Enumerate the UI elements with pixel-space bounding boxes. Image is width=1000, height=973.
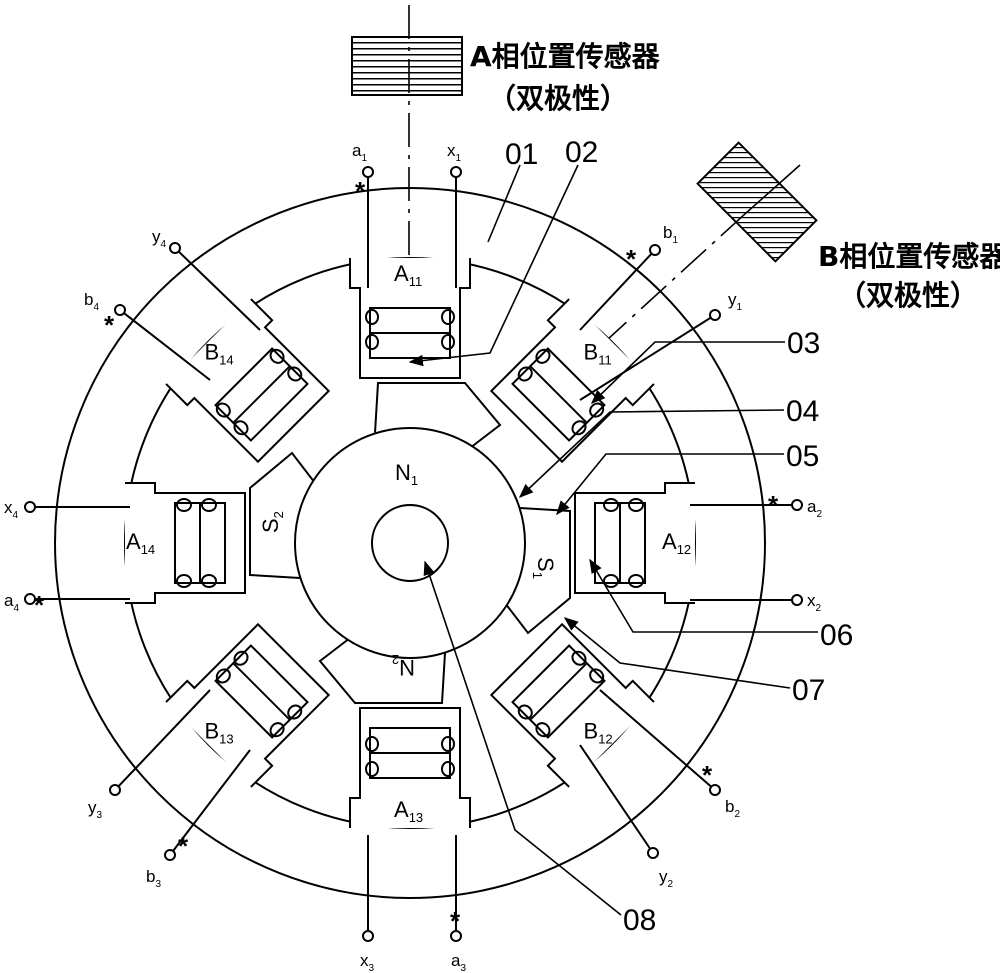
stator-pole-a13	[349, 707, 471, 828]
terminal-x2	[791, 594, 803, 606]
terminal-label-y3: y3	[88, 798, 103, 821]
stator-pole-a12	[574, 482, 695, 604]
terminal-label-y2: y2	[659, 867, 674, 890]
terminal-a2	[791, 499, 803, 511]
polarity-mark-b2: *	[702, 760, 713, 790]
pole-label-a12: A12	[662, 529, 691, 557]
callout-05: 05	[786, 440, 819, 473]
terminal-a4	[24, 593, 36, 605]
terminal-label-a3: a3	[451, 951, 466, 973]
terminal-y1	[709, 309, 721, 321]
a-sensor-label: A相位置传感器	[470, 40, 661, 73]
rotor-shaft	[371, 504, 449, 582]
polarity-mark-a3: *	[450, 906, 461, 936]
polarity-mark-b3: *	[178, 831, 189, 861]
pole-label-b13: B13	[204, 719, 233, 747]
callout-08: 08	[623, 904, 656, 937]
terminal-label-b4: b4	[84, 290, 99, 313]
polarity-mark-a1: *	[355, 176, 366, 206]
callout-01: 01	[505, 138, 538, 171]
pole-label-b12: B12	[584, 719, 613, 747]
terminal-label-b2: b2	[725, 797, 740, 820]
terminal-a3	[450, 930, 462, 942]
terminal-b2	[709, 784, 721, 796]
b-sensor-polarity-label: （双极性）	[838, 279, 978, 312]
terminal-label-y1: y1	[728, 290, 743, 313]
terminal-label-b3: b3	[146, 867, 161, 890]
a-sensor-polarity-label: （双极性）	[488, 82, 628, 115]
callout-07: 07	[792, 674, 825, 707]
pole-label-b14: B14	[204, 339, 233, 367]
stator-pole-b11	[489, 298, 655, 464]
terminal-x4	[24, 501, 36, 513]
polarity-mark-a4: *	[34, 590, 45, 620]
terminal-label-x4: x4	[4, 498, 19, 521]
terminal-label-y4: y4	[152, 227, 167, 250]
pole-label-b11: B11	[584, 339, 612, 367]
terminal-label-a2: a2	[807, 497, 822, 520]
terminal-x1	[450, 166, 462, 178]
pole-label-a13: A13	[394, 797, 423, 825]
polarity-mark-b1: *	[626, 244, 637, 274]
stator-pole-b12	[489, 622, 655, 788]
terminal-y3	[109, 784, 121, 796]
rotor-label-n2: N2	[392, 652, 415, 680]
b-sensor-label: B相位置传感器	[818, 240, 1000, 273]
b-phase-sensor	[696, 141, 818, 263]
terminal-label-x3: x3	[360, 951, 375, 973]
callout-06: 06	[820, 619, 853, 652]
terminal-a1	[362, 166, 374, 178]
terminal-label-a1: a1	[352, 141, 367, 164]
terminal-label-b1: b1	[663, 223, 678, 246]
pole-label-a11: A11	[394, 261, 422, 289]
terminal-b3	[164, 849, 176, 861]
callout-04: 04	[786, 395, 819, 428]
terminal-x3	[362, 930, 374, 942]
terminal-label-x2: x2	[807, 591, 822, 614]
stator-pole-b13	[165, 622, 331, 788]
stator-pole-a11	[349, 258, 471, 379]
terminal-label-x1: x1	[447, 141, 462, 164]
rotor-label-n1: N1	[395, 460, 418, 488]
terminal-b4	[114, 304, 126, 316]
polarity-mark-a2: *	[768, 490, 779, 520]
pole-label-a14: A14	[126, 529, 155, 557]
polarity-mark-b4: *	[104, 310, 115, 340]
terminal-y2	[647, 847, 659, 859]
a-phase-sensor	[351, 36, 463, 96]
callout-03: 03	[787, 327, 820, 360]
terminal-y4	[169, 242, 181, 254]
terminal-label-a4: a4	[4, 591, 19, 614]
terminal-b1	[649, 244, 661, 256]
stator-pole-a14	[125, 482, 246, 604]
stator-pole-b14	[165, 298, 331, 464]
stator-outer-circle	[54, 187, 766, 899]
rotor-label-s1: S1	[530, 557, 558, 579]
rotor-label-s2: S2	[258, 511, 286, 533]
callout-02: 02	[565, 136, 598, 169]
